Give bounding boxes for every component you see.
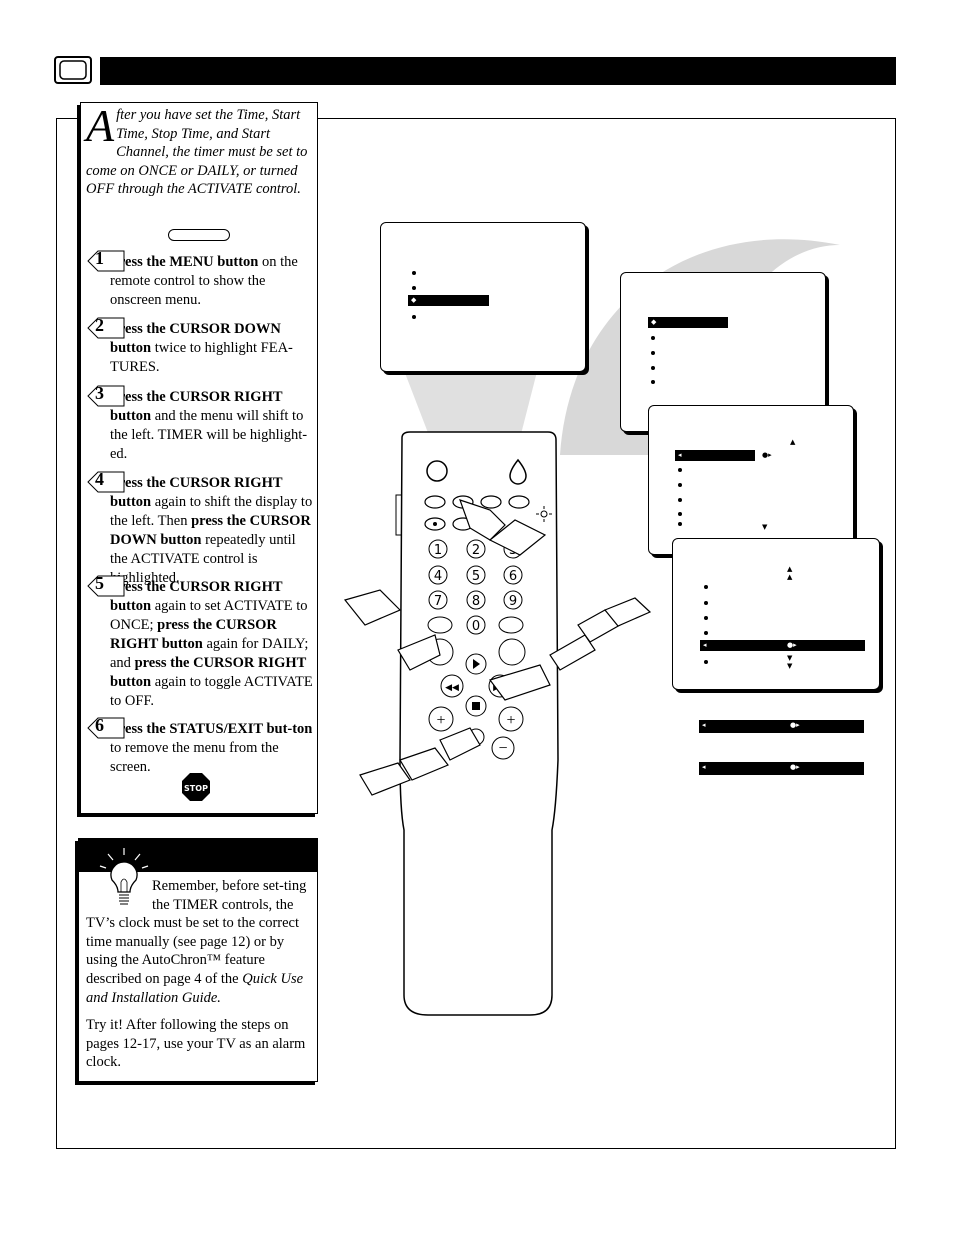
instructions-panel [80,102,318,814]
step-arrow-icon: 5 [86,574,125,598]
activate-daily-bar: ◂●▸ [699,762,864,775]
tip-paragraph-2: Try it! After following the steps on pag… [86,1017,306,1071]
svg-text:0: 0 [472,619,480,634]
intro-text: fter you have set the Time, Start Time, … [86,107,308,198]
svg-text:5: 5 [472,569,480,584]
menu-button-icon [168,229,230,241]
svg-text:7: 7 [434,594,442,609]
step-2: 2 Press the CURSOR DOWN button twice to … [87,316,314,377]
sparkle-icon [536,506,552,522]
step-4: 4 Press the CURSOR RIGHT button again to… [87,470,314,588]
step-5: 5 Press the CURSOR RIGHT button again to… [87,574,314,711]
menu-screen-3: ▲ ◂ ●▸ ▼ [648,405,854,555]
svg-text:+: + [436,712,445,729]
page-frame [56,118,896,1149]
svg-text:8: 8 [472,594,480,609]
svg-text:STOP: STOP [184,784,208,793]
step-arrow-icon: 4 [86,470,125,494]
step-3: 3 Press the CURSOR RIGHT button and the … [87,384,314,464]
svg-text:4: 4 [434,569,442,584]
drop-cap: A [86,100,115,151]
svg-text:6: 6 [509,569,517,584]
remote-control: 1 2 3 4 5 6 7 8 9 0 ◀◀ ▶▶ + + − [343,431,652,1016]
svg-text:◀◀: ◀◀ [445,682,459,692]
svg-text:+: + [506,712,515,729]
step-1: 1 Press the MENU button on the remote co… [87,249,314,310]
menu-screen-4: ▲▲ ◂●▸ ▼▼ [672,538,880,690]
svg-text:2: 2 [472,543,480,558]
svg-text:−: − [498,740,507,757]
step-arrow-icon: 2 [86,316,125,340]
menu-screen-1: ◆ [380,222,586,372]
svg-text:9: 9 [509,594,517,609]
remote-beam-graphic [400,360,540,438]
stop-icon: STOP [182,773,210,801]
tip-text: Remember, before set-ting the TIMER cont… [86,877,314,1081]
tv-icon [54,56,92,84]
light-bulb-icon [99,848,149,905]
header-bar [100,57,896,85]
activate-once-bar: ◂●▸ [699,720,864,733]
step-6: 6 Press the STATUS/EXIT but-ton to remov… [87,716,314,777]
pointing-hand-icon [343,499,652,796]
svg-text:1: 1 [434,543,442,558]
step-arrow-icon: 1 [86,249,125,273]
step-arrow-icon: 6 [86,716,125,740]
step-arrow-icon: 3 [86,384,125,408]
tip-paragraph-1: Remember, before set-ting the TIMER cont… [86,878,307,1006]
